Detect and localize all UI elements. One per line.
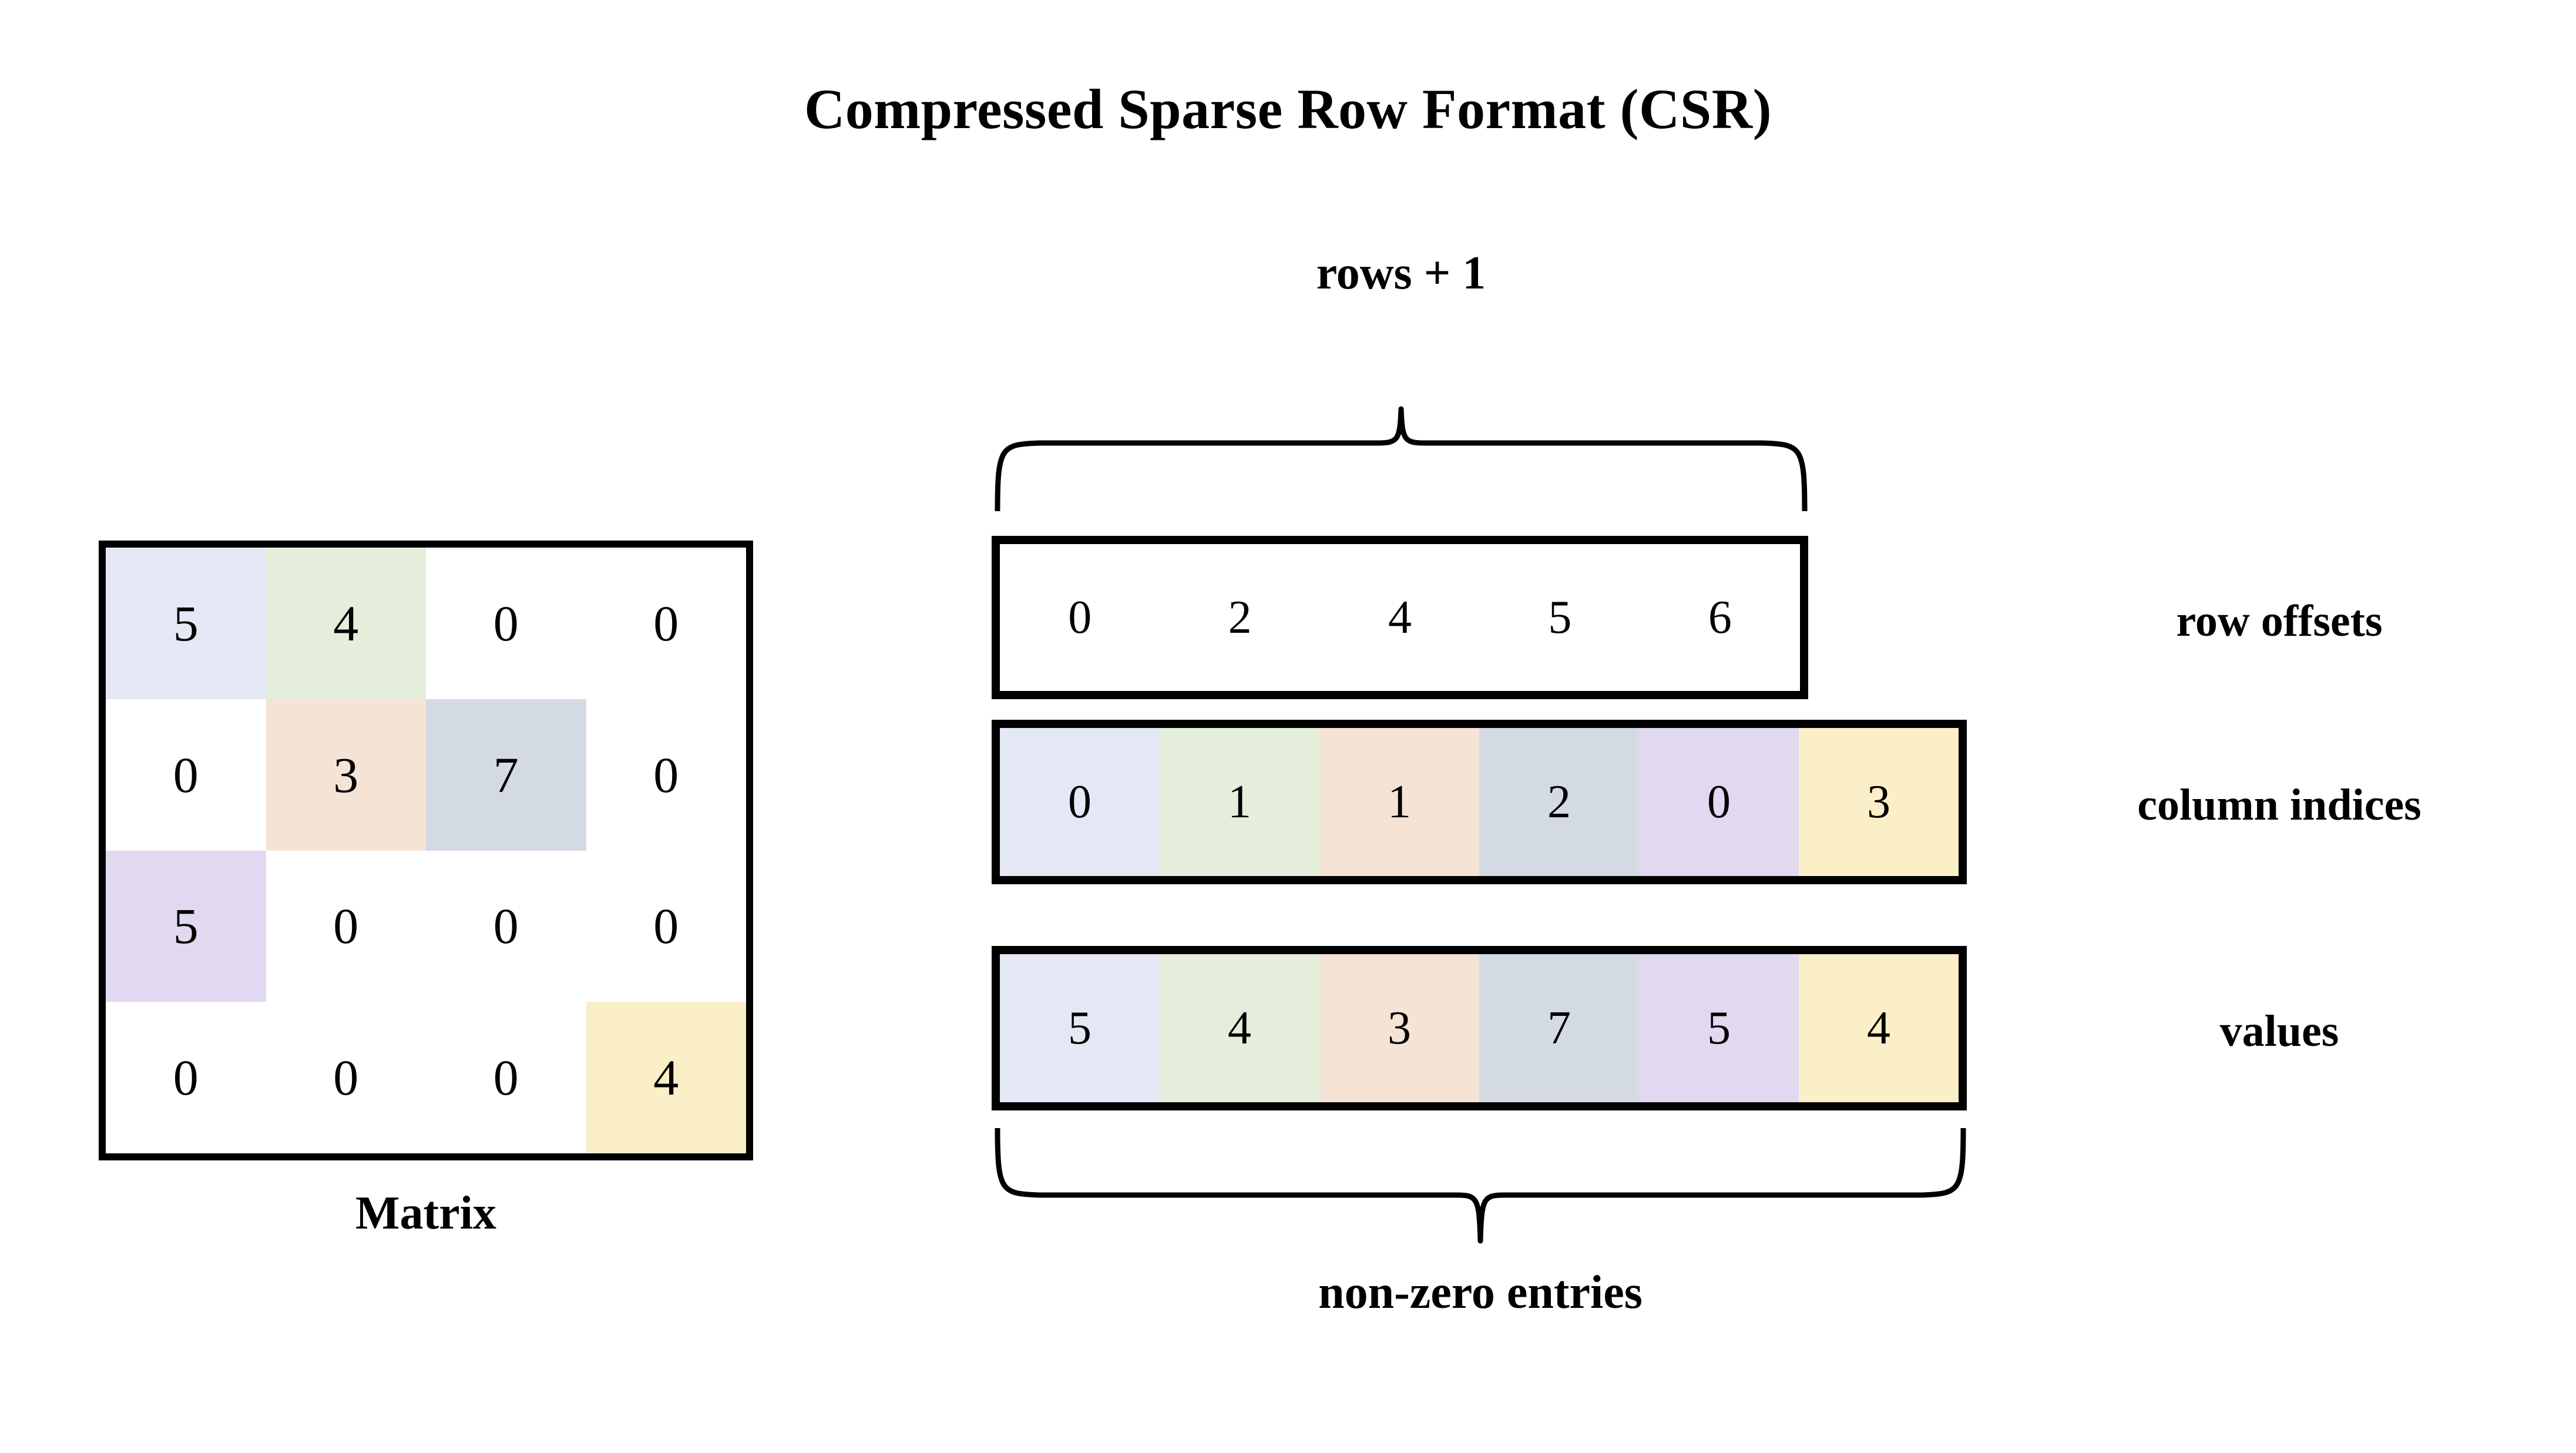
rows-plus-one-label: rows + 1 — [1316, 247, 1486, 299]
column-indices-label: column indices — [2137, 780, 2421, 830]
matrix-cell: 0 — [106, 1002, 266, 1153]
row-offset-cell: 6 — [1640, 544, 1801, 691]
matrix-cell: 0 — [426, 1002, 586, 1153]
matrix-cell: 0 — [266, 850, 426, 1002]
column-index-cell: 1 — [1319, 728, 1479, 876]
matrix-cell: 0 — [586, 548, 746, 699]
matrix-cell: 4 — [266, 548, 426, 699]
non-zero-entries-label: non-zero entries — [1318, 1267, 1643, 1318]
matrix-cell: 3 — [266, 699, 426, 851]
row-offset-cell: 4 — [1319, 544, 1480, 691]
row-offset-cell: 5 — [1480, 544, 1640, 691]
column-index-cell: 3 — [1799, 728, 1959, 876]
matrix-cell: 0 — [426, 850, 586, 1002]
value-cell: 5 — [1000, 954, 1160, 1102]
matrix-cell: 0 — [426, 548, 586, 699]
column-index-cell: 0 — [1000, 728, 1160, 876]
matrix-cell: 0 — [586, 699, 746, 851]
column-index-cell: 1 — [1160, 728, 1319, 876]
row-offset-cell: 2 — [1160, 544, 1320, 691]
matrix-caption: Matrix — [355, 1187, 496, 1239]
value-cell: 3 — [1319, 954, 1479, 1102]
top-curly-brace — [993, 405, 1809, 511]
matrix-cell: 0 — [586, 850, 746, 1002]
matrix-cell: 5 — [106, 850, 266, 1002]
row-offsets-label: row offsets — [2176, 596, 2383, 646]
row-offset-cell: 0 — [1000, 544, 1160, 691]
top-curly-brace-icon — [993, 405, 1809, 511]
matrix-cell: 4 — [586, 1002, 746, 1153]
matrix-cell: 5 — [106, 548, 266, 699]
bottom-curly-brace — [993, 1128, 1968, 1246]
value-cell: 7 — [1479, 954, 1639, 1102]
matrix-cell: 0 — [106, 699, 266, 851]
column-index-cell: 2 — [1479, 728, 1639, 876]
column-index-cell: 0 — [1639, 728, 1799, 876]
value-cell: 4 — [1799, 954, 1959, 1102]
matrix-cell: 0 — [266, 1002, 426, 1153]
value-cell: 4 — [1160, 954, 1319, 1102]
bottom-curly-brace-icon — [993, 1128, 1968, 1246]
values-label: values — [2219, 1006, 2339, 1056]
value-cell: 5 — [1639, 954, 1799, 1102]
matrix-cell: 7 — [426, 699, 586, 851]
page-title: Compressed Sparse Row Format (CSR) — [804, 78, 1772, 140]
